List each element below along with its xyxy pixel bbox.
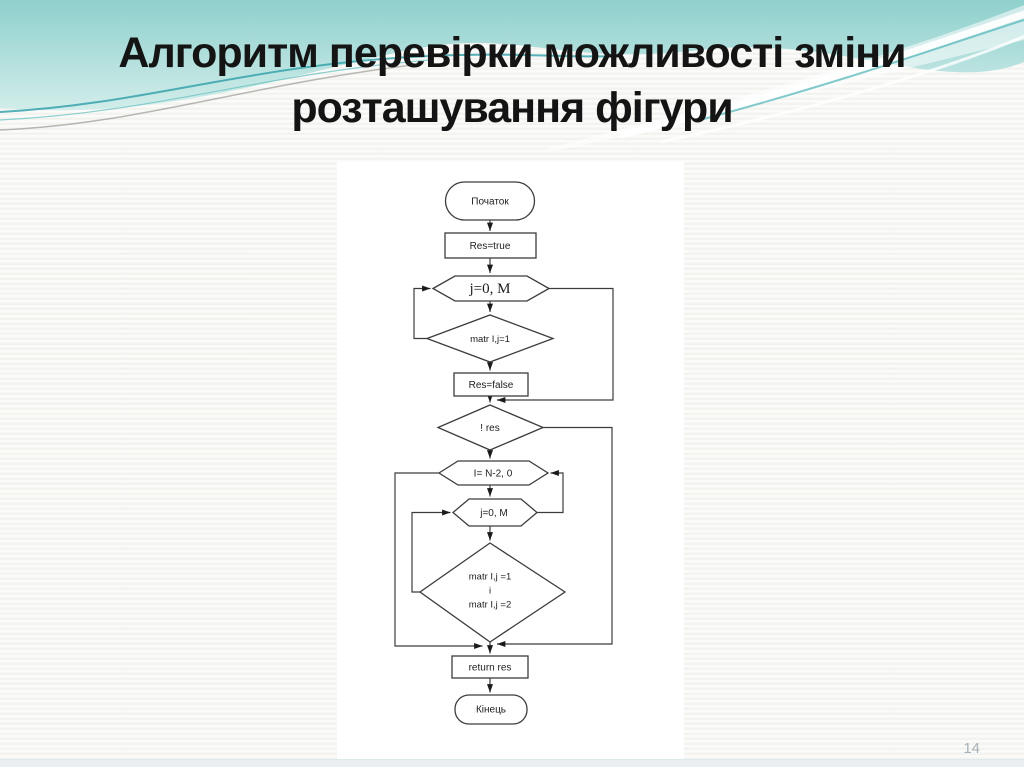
- node-cond-matr-2: matr I,j =1 і matr I,j =2: [418, 542, 567, 643]
- decision-diamond-shape: [418, 542, 567, 643]
- node-cond-matr-1: matr I,j=1: [425, 314, 555, 363]
- node-return-res-label: return res: [469, 663, 512, 674]
- node-res-true: Res=true: [444, 232, 537, 259]
- node-res-true-label: Res=true: [470, 241, 511, 252]
- edge-loop-j2-exit-to-loop-i: [537, 470, 564, 514]
- decision-diamond-shape: [436, 404, 545, 451]
- edge-loop-i-outer-left: [394, 472, 483, 649]
- node-loop-j-first-label: j=0, M: [469, 281, 511, 297]
- node-cond-not-res-label: ! res: [480, 423, 499, 434]
- node-start: Початок: [444, 181, 536, 221]
- gray-accent-line: [0, 63, 421, 131]
- node-start-label: Початок: [471, 197, 509, 208]
- teal-accent-line-light: [0, 59, 431, 121]
- edge-loop-j1-bypass-right: [497, 287, 614, 403]
- loop-hexagon-shape: [431, 275, 551, 302]
- node-loop-j-second-label: j=0, M: [479, 508, 508, 519]
- white-swoosh-line-2: [659, 34, 1024, 144]
- node-loop-i-label: I= N-2, 0: [474, 469, 513, 480]
- slide-title: Алгоритм перевірки можливості зміни розт…: [0, 26, 1024, 136]
- header-wave-decoration: [0, 0, 1024, 150]
- white-swoosh-line-1: [619, 10, 1024, 139]
- node-cond-matr-2-line-1: matr I,j =1: [469, 572, 512, 583]
- flowchart: Початок Res=true j=0, M matr I,j=1 Res=f…: [394, 181, 614, 725]
- node-cond-matr-1-label: matr I,j=1: [470, 334, 510, 345]
- loop-hexagon-shape: [451, 498, 539, 527]
- node-cond-not-res: ! res: [436, 404, 545, 451]
- node-cond-matr-2-line-2: і: [489, 586, 491, 597]
- edge-cond-matr2-loopback-to-loop-j2: [411, 509, 451, 593]
- node-res-false-label: Res=false: [469, 380, 514, 391]
- edge-cond-not-res-bypass-right: [497, 426, 613, 647]
- terminator-shape: [444, 181, 536, 221]
- decision-diamond-shape: [425, 314, 555, 363]
- node-return-res: return res: [451, 655, 529, 679]
- teal-wave-shape: [0, 0, 1024, 111]
- node-end: Кінець: [454, 694, 528, 725]
- terminator-shape: [454, 694, 528, 725]
- node-cond-matr-2-line-3: matr I,j =2: [469, 600, 512, 611]
- node-loop-j-first: j=0, M: [431, 275, 551, 302]
- bottom-border-decoration: [0, 759, 1024, 767]
- node-loop-j-second: j=0, M: [451, 498, 539, 527]
- node-loop-i: I= N-2, 0: [437, 460, 550, 486]
- teal-accent-line: [0, 53, 621, 113]
- node-end-label: Кінець: [476, 705, 506, 716]
- process-shape: [451, 655, 529, 679]
- page-number: 14: [963, 740, 980, 757]
- teal-swoosh-line-right: [699, 18, 1024, 121]
- process-shape: [453, 372, 529, 397]
- node-res-false: Res=false: [453, 372, 529, 397]
- slide-title-line-2: розташування фігури: [291, 84, 733, 132]
- slide-title-line-1: Алгоритм перевірки можливості зміни: [118, 29, 906, 77]
- loop-hexagon-shape: [437, 460, 550, 486]
- process-shape: [444, 232, 537, 259]
- edge-cond-matr1-loopback-to-loop-j1: [413, 285, 431, 340]
